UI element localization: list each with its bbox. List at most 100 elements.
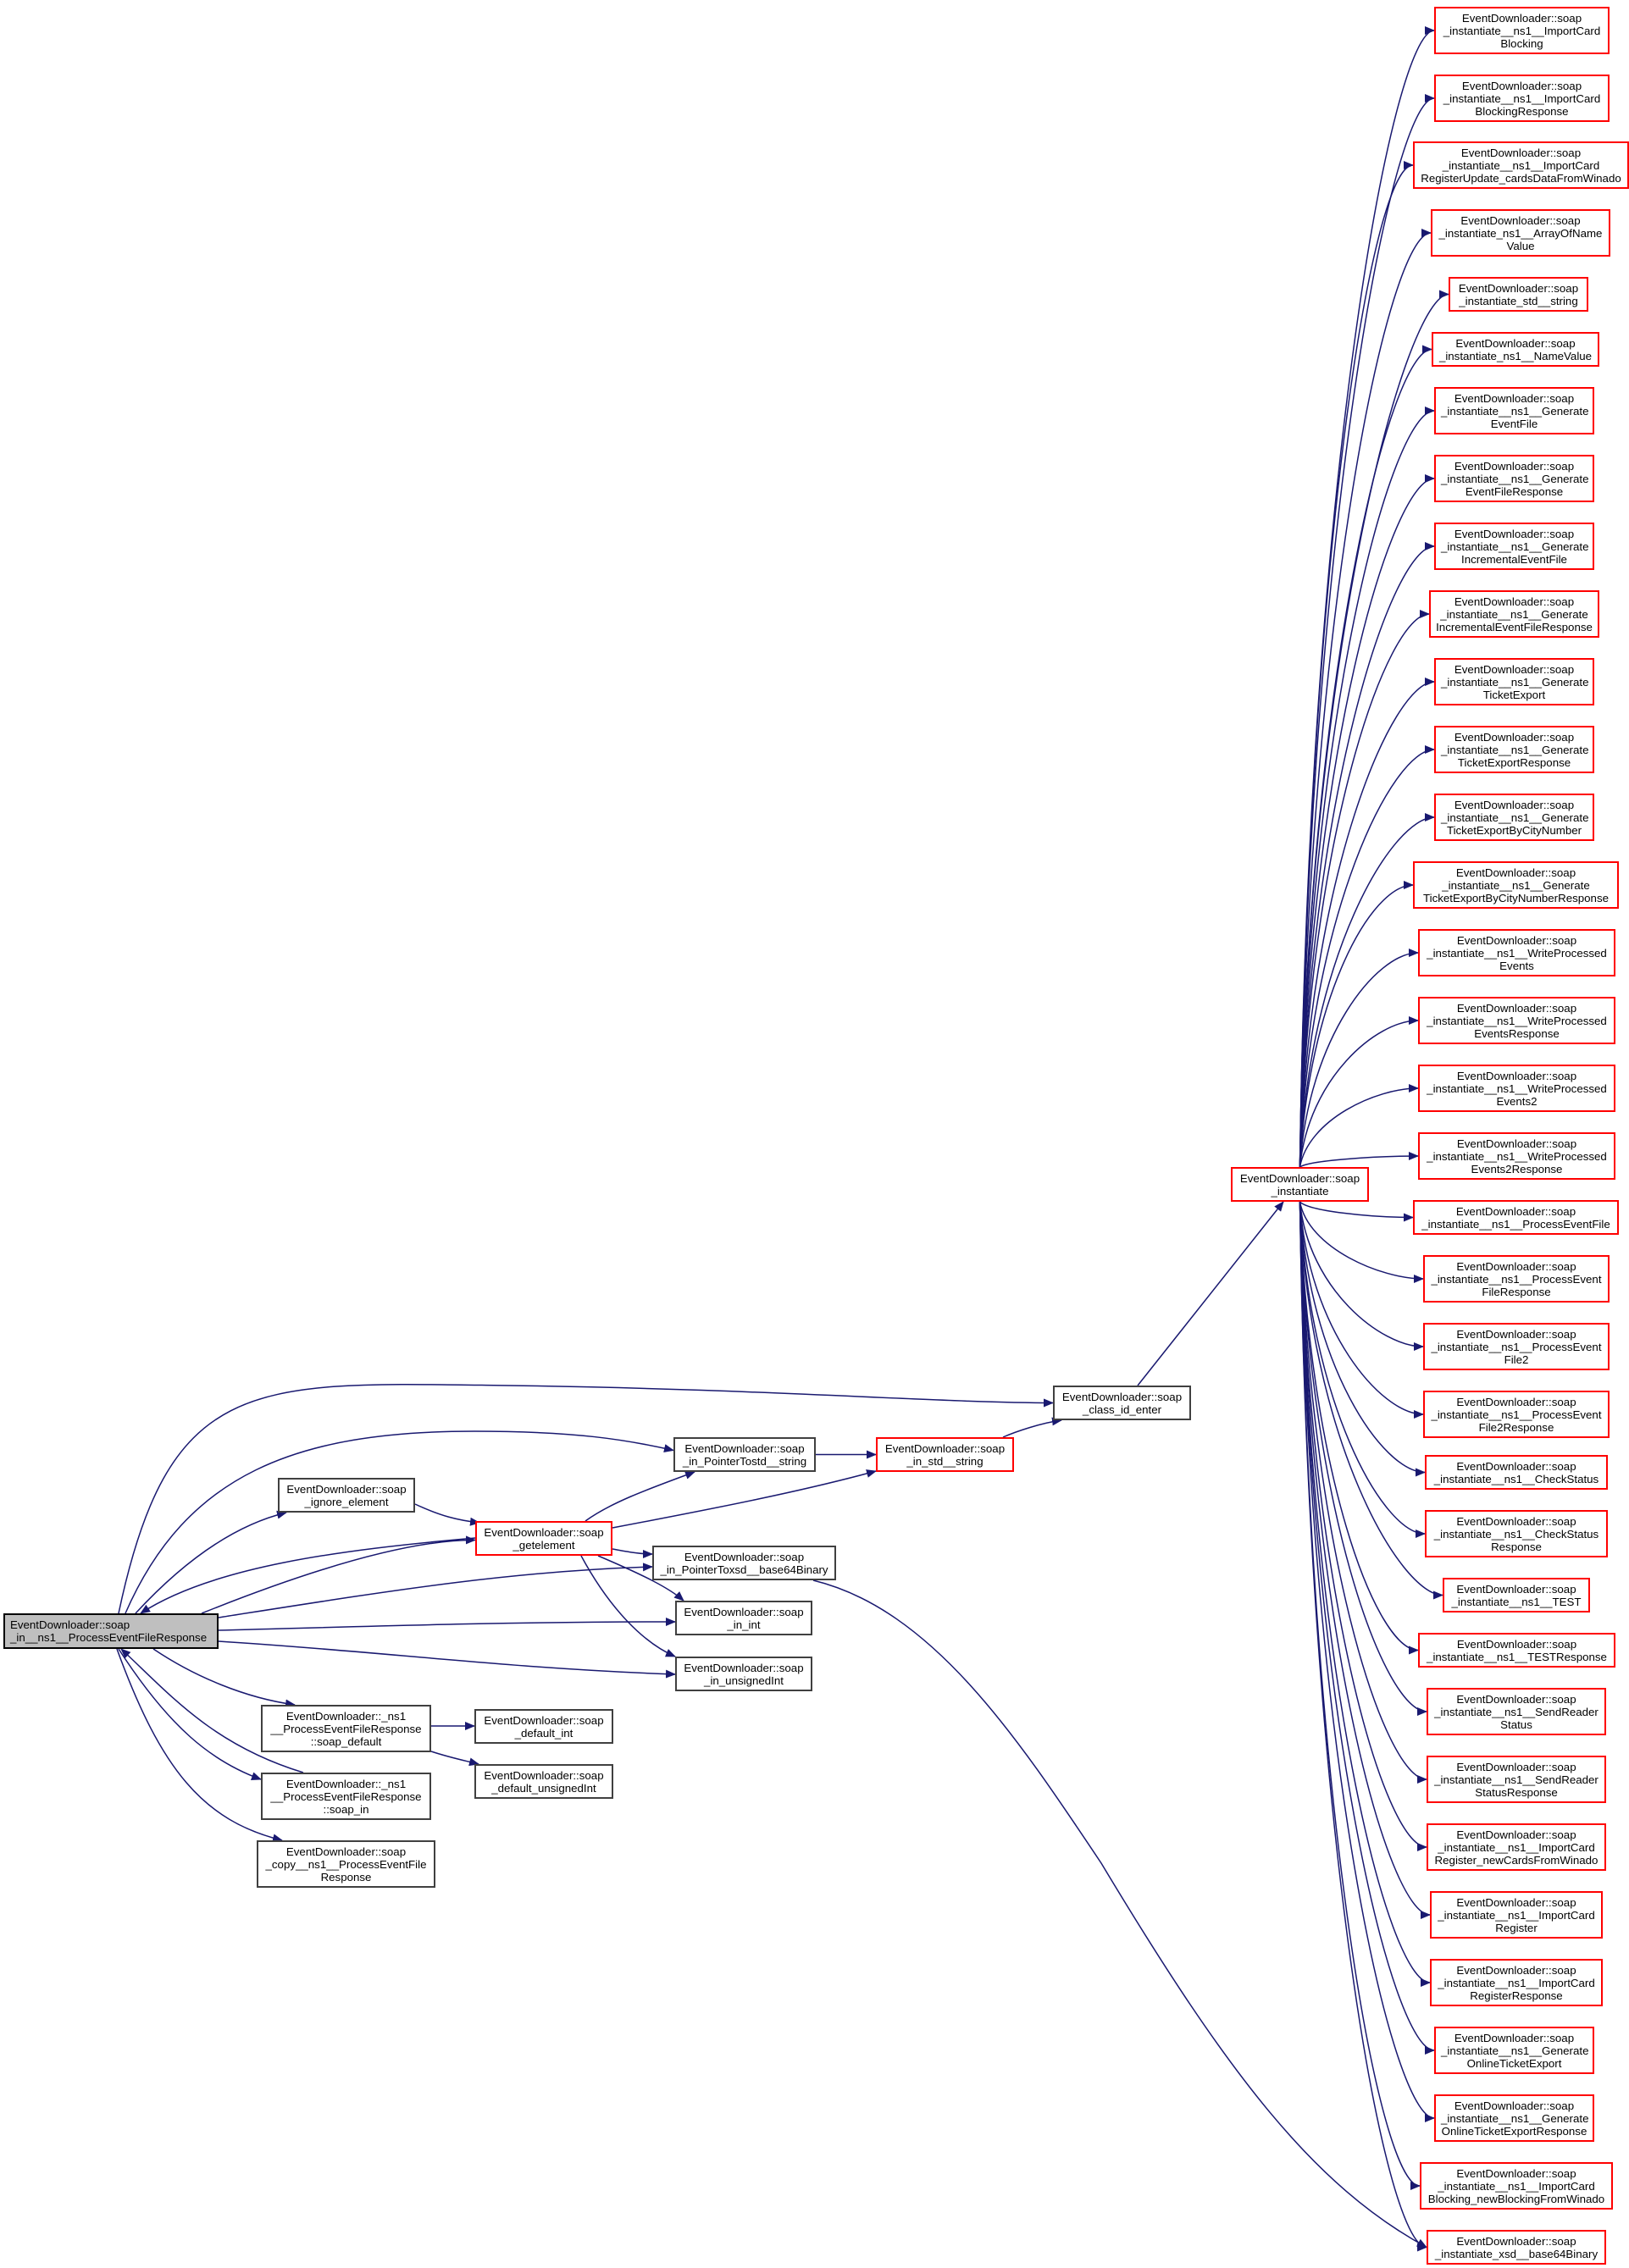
node-label-line: EventDownloader::soap (285, 1845, 407, 1858)
node-label-line: Blocking_newBlockingFromWinado (1427, 2192, 1605, 2205)
node-soap-in-int[interactable]: EventDownloader::soap _in_int (675, 1601, 812, 1635)
node-label-line: _class_id_enter (1082, 1402, 1162, 1416)
node-label-line: _instantiate (1271, 1184, 1329, 1198)
node-label-line: _default_int (514, 1726, 573, 1740)
node-soap-in-unsigned-int[interactable]: EventDownloader::soap _in_unsignedInt (675, 1657, 812, 1691)
node-i-write-processed-events2[interactable]: EventDownloader::soap_instantiate__ns1__… (1418, 1065, 1615, 1112)
node-i-gen-ticket-export[interactable]: EventDownloader::soap_instantiate__ns1__… (1434, 658, 1594, 705)
node-label-line: _instantiate_ns1__NameValue (1438, 349, 1593, 362)
edge-instantiate-to-i-process-event-file-resp (1299, 1201, 1424, 1283)
node-i-import-card-blocking[interactable]: EventDownloader::soap_instantiate__ns1__… (1434, 7, 1610, 54)
node-i-process-event-file2[interactable]: EventDownloader::soap_instantiate__ns1__… (1423, 1323, 1610, 1370)
node-label-line: _instantiate__ns1__Generate (1441, 472, 1589, 485)
node-i-process-event-file[interactable]: EventDownloader::soap_instantiate__ns1__… (1413, 1200, 1619, 1235)
node-i-import-card-blocking-resp[interactable]: EventDownloader::soap_instantiate__ns1__… (1434, 75, 1610, 122)
node-i-write-processed-events-resp[interactable]: EventDownloader::soap_instantiate__ns1__… (1418, 997, 1615, 1044)
node-label-line: EventDownloader::soap (1456, 1327, 1576, 1341)
node-i-test-resp[interactable]: EventDownloader::soap_instantiate__ns1__… (1418, 1633, 1615, 1668)
node-i-name-value[interactable]: EventDownloader::soap_instantiate_ns1__N… (1432, 332, 1599, 367)
node-i-process-event-file2-resp[interactable]: EventDownloader::soap_instantiate__ns1__… (1423, 1391, 1610, 1438)
edge-instantiate-to-i-gen-ticket-export-city (1299, 813, 1435, 1168)
edge-root-to-in-unsigned-int (218, 1640, 676, 1679)
node-soap-instantiate[interactable]: EventDownloader::soap _instantiate (1231, 1167, 1369, 1202)
edge-instantiate-to-i-process-event-file (1299, 1201, 1414, 1222)
node-i-gen-ticket-export-city[interactable]: EventDownloader::soap_instantiate__ns1__… (1434, 794, 1594, 841)
edge-instantiate-to-i-gen-event-file (1299, 407, 1435, 1168)
node-label-line: EventDownloader::soap (10, 1618, 130, 1631)
node-i-std-string[interactable]: EventDownloader::soap_instantiate_std__s… (1449, 277, 1588, 312)
node-label-line: EventDownloader::soap (1458, 281, 1579, 295)
node-i-write-processed-events2-resp[interactable]: EventDownloader::soap_instantiate__ns1__… (1418, 1132, 1615, 1180)
node-soap-in-std-string[interactable]: EventDownloader::soap _in_std__string (876, 1437, 1014, 1472)
node-ns1-process-event-file-response-soap-default[interactable]: EventDownloader::_ns1 __ProcessEventFile… (261, 1705, 431, 1752)
node-label-line: EventDownloader::soap (1456, 2234, 1576, 2248)
edge-instantiate-to-i-gen-event-file-resp (1299, 474, 1435, 1168)
node-i-gen-incr-event-file[interactable]: EventDownloader::soap_instantiate__ns1__… (1434, 523, 1594, 570)
edge-instantiate-to-i-array-of-name-value (1299, 229, 1432, 1168)
node-label-line: _instantiate__ns1__WriteProcessed (1427, 1149, 1607, 1163)
node-i-gen-online-ticket-export-resp[interactable]: EventDownloader::soap_instantiate__ns1__… (1434, 2094, 1594, 2142)
edge-root-to-ignore-element (135, 1510, 287, 1614)
node-ns1-process-event-file-response-soap-in[interactable]: EventDownloader::_ns1 __ProcessEventFile… (261, 1773, 431, 1820)
node-i-import-card-reg-new[interactable]: EventDownloader::soap_instantiate__ns1__… (1427, 1823, 1606, 1871)
node-soap-default-unsigned-int[interactable]: EventDownloader::soap _default_unsignedI… (474, 1764, 613, 1799)
node-i-import-card-blocking-new[interactable]: EventDownloader::soap_instantiate__ns1__… (1420, 2162, 1613, 2210)
node-i-import-card-register[interactable]: EventDownloader::soap_instantiate__ns1__… (1430, 1891, 1603, 1939)
node-soap-getelement[interactable]: EventDownloader::soap _getelement (475, 1521, 612, 1556)
node-label-line: __ProcessEventFileResponse (270, 1790, 422, 1803)
node-label-line: _getelement (513, 1538, 575, 1552)
node-label-line: _instantiate__ns1__ProcessEvent (1431, 1272, 1602, 1286)
node-label-line: EventDownloader::soap (1460, 213, 1581, 227)
node-i-test[interactable]: EventDownloader::soap_instantiate__ns1__… (1443, 1578, 1590, 1612)
node-i-array-of-name-value[interactable]: EventDownloader::soap_instantiate_ns1__A… (1431, 209, 1610, 257)
node-soap-copy-ns1-process-event-file-response[interactable]: EventDownloader::soap _copy__ns1__Proces… (257, 1840, 435, 1888)
node-label-line: EventDownloader::soap (1455, 336, 1576, 350)
edge-instantiate-to-i-check-status-resp (1299, 1201, 1426, 1538)
edge-instantiate-to-i-import-card-reg-update (1299, 161, 1414, 1168)
edge-instantiate-to-i-gen-ticket-export-city-resp (1299, 881, 1414, 1168)
edge-root-to-getelement (201, 1535, 476, 1614)
node-label-line: RegisterUpdate_cardsDataFromWinado (1421, 171, 1621, 185)
node-soap-class-id-enter[interactable]: EventDownloader::soap _class_id_enter (1053, 1386, 1191, 1420)
node-i-gen-ticket-export-resp[interactable]: EventDownloader::soap_instantiate__ns1__… (1434, 726, 1594, 773)
node-label-line: IncrementalEventFileResponse (1436, 620, 1593, 633)
node-label-line: _instantiate__ns1__WriteProcessed (1427, 1081, 1607, 1095)
node-i-write-processed-events[interactable]: EventDownloader::soap_instantiate__ns1__… (1418, 929, 1615, 976)
edge-resp-soap-in-to-root (120, 1648, 304, 1773)
node-i-gen-event-file[interactable]: EventDownloader::soap_instantiate__ns1__… (1434, 387, 1594, 434)
edge-instantiate-to-i-process-event-file2-resp (1299, 1201, 1424, 1419)
node-soap-ignore-element[interactable]: EventDownloader::soap _ignore_element (278, 1478, 415, 1513)
node-label-line: TicketExport (1482, 688, 1546, 701)
node-i-check-status[interactable]: EventDownloader::soap_instantiate__ns1__… (1425, 1455, 1608, 1490)
node-i-send-reader-status[interactable]: EventDownloader::soap_instantiate__ns1__… (1427, 1688, 1606, 1735)
node-i-import-card-reg-update[interactable]: EventDownloader::soap_instantiate__ns1__… (1413, 141, 1629, 189)
node-i-import-card-register-resp[interactable]: EventDownloader::soap_instantiate__ns1__… (1430, 1959, 1603, 2006)
node-soap-in-pointer-to-std-string[interactable]: EventDownloader::soap _in_PointerTostd__… (673, 1437, 816, 1472)
node-i-send-reader-status-resp[interactable]: EventDownloader::soap_instantiate__ns1__… (1427, 1756, 1606, 1803)
node-soap-default-int[interactable]: EventDownloader::soap _default_int (474, 1709, 613, 1744)
node-label-line: EventDownloader::soap (1454, 595, 1575, 608)
node-label-line: Response (320, 1870, 372, 1884)
node-i-process-event-file-resp[interactable]: EventDownloader::soap_instantiate__ns1__… (1423, 1255, 1610, 1303)
node-label-line: EventDownloader::soap (1455, 866, 1576, 879)
node-i-xsd-base64[interactable]: EventDownloader::soap_instantiate_xsd__b… (1427, 2230, 1606, 2265)
node-label-line: EventDownloader::soap (1454, 730, 1575, 744)
node-i-check-status-resp[interactable]: EventDownloader::soap_instantiate__ns1__… (1425, 1510, 1608, 1557)
node-i-gen-event-file-resp[interactable]: EventDownloader::soap_instantiate__ns1__… (1434, 455, 1594, 502)
node-soap-in-pointer-to-xsd-base64-binary[interactable]: EventDownloader::soap _in_PointerToxsd__… (652, 1546, 836, 1580)
node-i-gen-online-ticket-export[interactable]: EventDownloader::soap_instantiate__ns1__… (1434, 2027, 1594, 2074)
node-i-gen-ticket-export-city-resp[interactable]: EventDownloader::soap_instantiate__ns1__… (1413, 861, 1619, 909)
edge-root-to-resp-soap-in (118, 1648, 262, 1780)
node-label-line: EventDownloader::soap (1460, 146, 1582, 159)
node-label-line: EventFileResponse (1465, 484, 1564, 498)
node-label-line: EventDownloader::soap (684, 1605, 804, 1618)
node-label-line: _in_std__string (906, 1454, 983, 1468)
node-label-line: EventDownloader::soap (1456, 933, 1577, 947)
node-label-line: _instantiate__ns1__CheckStatus (1433, 1527, 1599, 1541)
node-label-line: EventDownloader::_ns1 (285, 1709, 407, 1723)
node-label-line: StatusResponse (1475, 1785, 1558, 1799)
edge-instantiate-to-i-gen-incr-event-file-resp (1299, 610, 1430, 1168)
node-i-gen-incr-event-file-resp[interactable]: EventDownloader::soap_instantiate__ns1__… (1429, 590, 1599, 638)
node-label-line: EventDownloader::soap (1454, 798, 1575, 811)
node-label-line: EventDownloader::soap (1456, 2166, 1576, 2180)
